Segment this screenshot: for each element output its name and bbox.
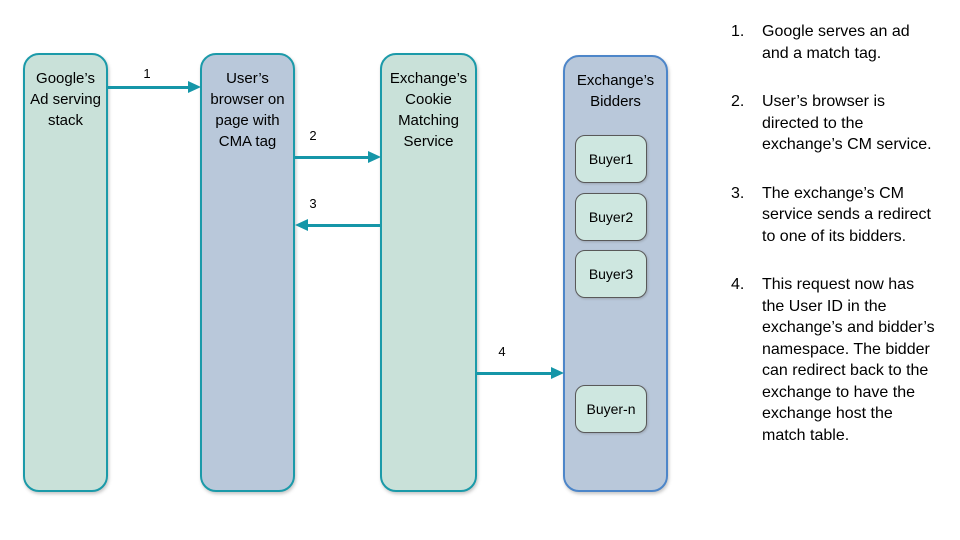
arrow-2-line xyxy=(295,156,368,159)
step-text: The exchange’s CM service sends a redire… xyxy=(762,184,931,245)
step-text: Google serves an ad and a match tag. xyxy=(762,23,910,62)
arrow-2-label: 2 xyxy=(309,128,317,143)
steps-list: 1. Google serves an ad and a match tag. … xyxy=(731,21,939,473)
step-number: 3. xyxy=(731,184,745,202)
node-google-ad-stack: Google’s Ad serving stack xyxy=(23,53,108,492)
step-item-1: 1. Google serves an ad and a match tag. xyxy=(731,21,939,64)
arrow-2-head-icon xyxy=(368,151,381,163)
step-text: This request now has the User ID in the … xyxy=(762,276,935,444)
step-number: 4. xyxy=(731,276,745,293)
arrow-1-line xyxy=(108,86,189,89)
arrow-3-label: 3 xyxy=(309,196,317,211)
step-number: 2. xyxy=(731,93,745,110)
arrow-4-head-icon xyxy=(551,367,564,379)
step-text: User’s browser is directed to the exchan… xyxy=(762,93,932,153)
arrow-1-label: 1 xyxy=(143,66,151,81)
node-cookie-matching-service: Exchange’s Cookie Matching Service xyxy=(380,53,477,492)
buyer-n-box: Buyer-n xyxy=(575,385,647,433)
arrow-3-line xyxy=(308,224,380,227)
buyer3-box: Buyer3 xyxy=(575,250,647,298)
buyer1-box: Buyer1 xyxy=(575,135,647,183)
exchange-bidders-label: Exchange’s Bidders xyxy=(576,72,655,110)
buyer2-box: Buyer2 xyxy=(575,193,647,241)
arrow-4-line xyxy=(477,372,551,375)
node-exchange-bidders: Exchange’s Bidders Buyer1 Buyer2 Buyer3 … xyxy=(563,55,668,492)
arrow-3-head-icon xyxy=(295,219,308,231)
step-item-2: 2. User’s browser is directed to the exc… xyxy=(731,91,939,156)
step-number: 1. xyxy=(731,23,745,40)
step-item-3: 3. The exchange’s CM service sends a red… xyxy=(731,183,939,248)
arrow-4-label: 4 xyxy=(498,344,506,359)
step-item-4: 4. This request now has the User ID in t… xyxy=(731,274,939,446)
arrow-1-head-icon xyxy=(188,81,201,93)
node-users-browser: User’s browser on page with CMA tag xyxy=(200,53,295,492)
